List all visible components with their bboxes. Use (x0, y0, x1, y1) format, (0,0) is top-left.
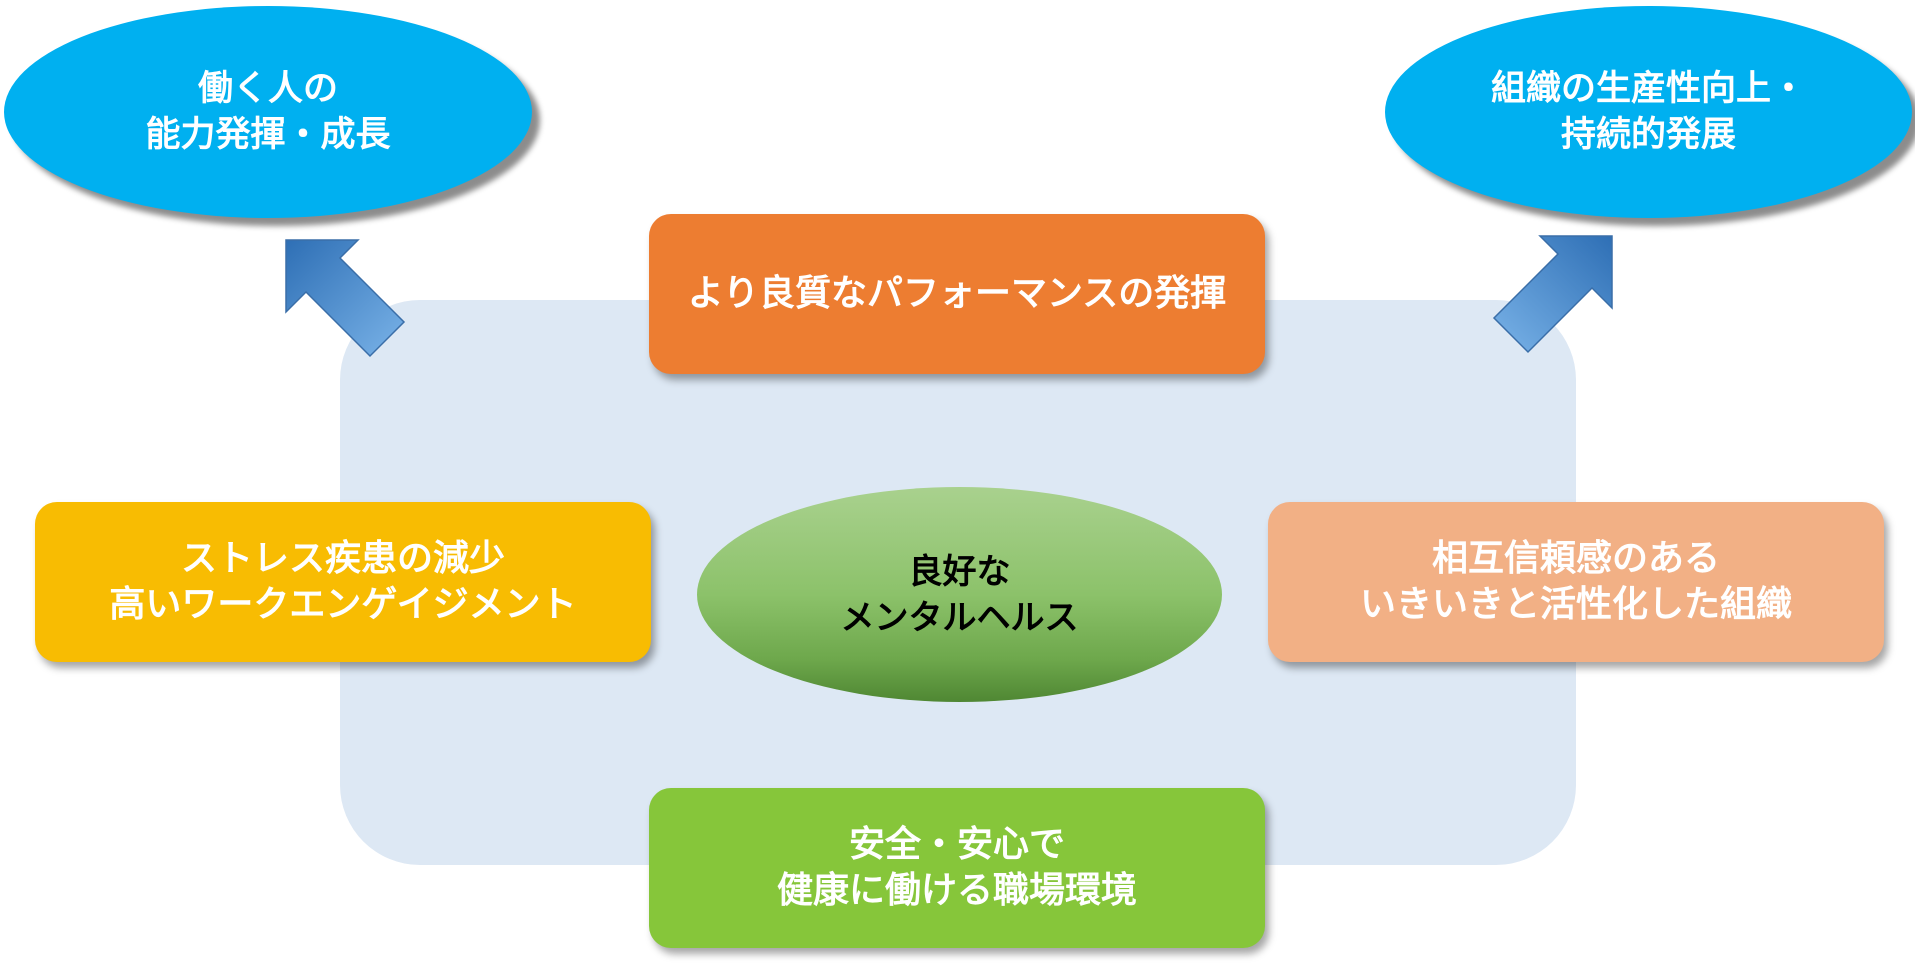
outcome-left-line2: 能力発揮・成長 (145, 115, 391, 155)
box-right-line2: いきいきと活性化した組織 (1359, 584, 1792, 625)
arrow-up-right-icon (1492, 235, 1613, 354)
outcome-individual-growth: 働く人の 能力発揮・成長 (4, 6, 532, 218)
center-line2: メンタルヘルス (840, 597, 1079, 638)
box-performance: より良質なパフォーマンスの発揮 (649, 214, 1265, 374)
box-bottom-line2: 健康に働ける職場環境 (776, 870, 1137, 911)
box-bottom-line1: 安全・安心で (848, 824, 1065, 865)
box-left-line2: 高いワークエンゲイジメント (109, 584, 577, 625)
box-top-line1: より良質なパフォーマンスの発揮 (687, 273, 1227, 314)
box-safe-workplace: 安全・安心で 健康に働ける職場環境 (649, 788, 1265, 948)
outcome-right-line1: 組織の生産性向上・ (1490, 69, 1806, 109)
arrow-up-left-icon (285, 239, 406, 358)
outcome-right-line2: 持続的発展 (1560, 115, 1736, 155)
center-good-mental-health: 良好な メンタルヘルス (697, 487, 1222, 702)
box-stress-reduction: ストレス疾患の減少 高いワークエンゲイジメント (35, 502, 651, 662)
outcome-left-line1: 働く人の (197, 69, 338, 109)
box-left-line1: ストレス疾患の減少 (180, 538, 505, 579)
outcome-organization-productivity: 組織の生産性向上・ 持続的発展 (1385, 6, 1912, 218)
center-line1: 良好な (908, 551, 1011, 592)
box-vibrant-organization: 相互信頼感のある いきいきと活性化した組織 (1268, 502, 1884, 662)
box-right-line1: 相互信頼感のある (1431, 538, 1720, 579)
